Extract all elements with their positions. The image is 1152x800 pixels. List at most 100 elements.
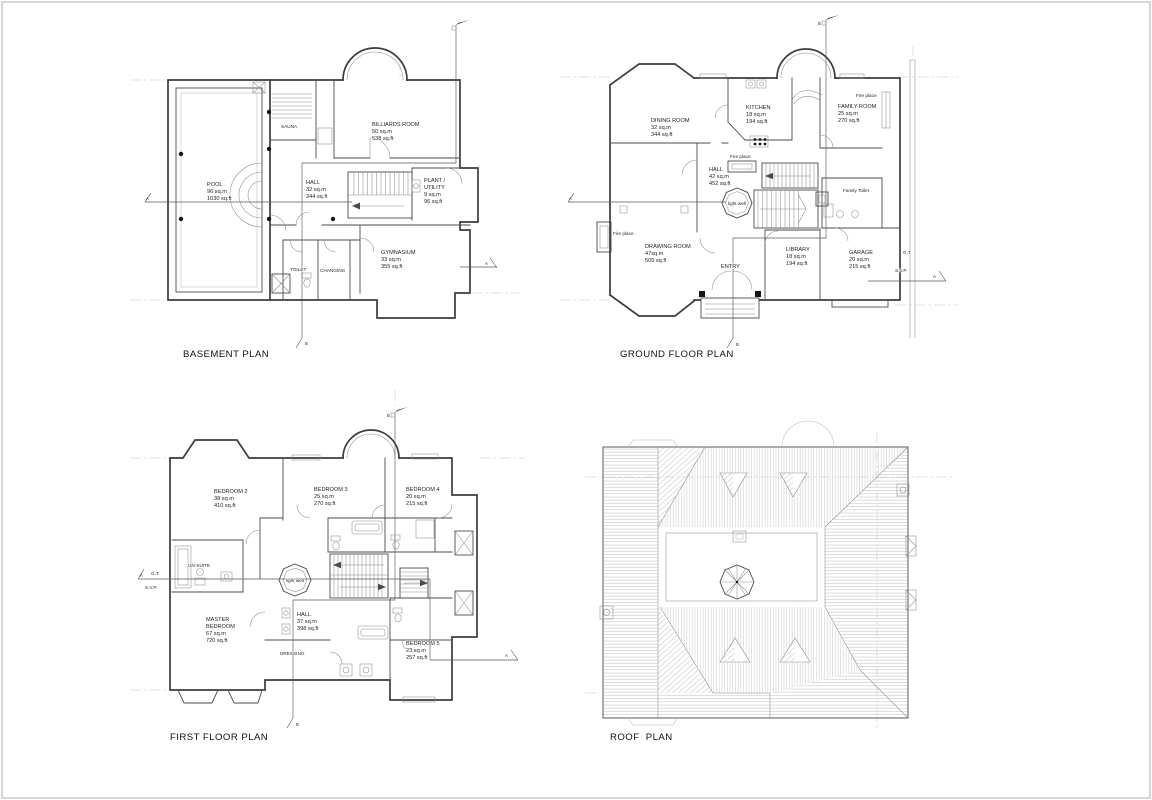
room-name-drawing: DRAWING ROOM: [645, 244, 691, 250]
svg-text:9 sq.m: 9 sq.m: [424, 192, 441, 198]
svg-text:20 sq.m: 20 sq.m: [849, 257, 869, 263]
room-name-dressing: DRESSING: [280, 651, 305, 656]
room-name-toilet: TOILET: [290, 267, 306, 272]
svg-text:270 sq.ft: 270 sq.ft: [838, 118, 860, 124]
room-name-dining: DINING ROOM: [651, 118, 690, 124]
svg-text:215 sq.ft: 215 sq.ft: [406, 501, 428, 507]
room-name-sauna: SAUNA: [281, 124, 298, 129]
roof-fixtures: [599, 483, 917, 620]
fireplace-label: Fire place: [613, 231, 634, 236]
svg-text:50 sq.m: 50 sq.m: [372, 129, 392, 135]
room-name-entry: ENTRY: [721, 264, 740, 270]
roof-surfaces: [603, 447, 908, 718]
svg-text:355 sq.ft: 355 sq.ft: [381, 264, 403, 270]
room-name-changing: CHANGING: [320, 268, 346, 273]
svg-text:344 sq.ft: 344 sq.ft: [306, 194, 328, 200]
room-name-bedroom2: BEDROOM 2: [214, 489, 248, 495]
roof-lines: [602, 420, 909, 726]
svp-label: S.V.P.: [895, 268, 907, 273]
svg-text:720 sq.ft: 720 sq.ft: [206, 638, 228, 644]
room-name-ensuite: UN-SUITE: [188, 563, 210, 568]
first-floor-plan-title: FIRST FLOOR PLAN: [170, 732, 268, 743]
svg-text:32 sq.m: 32 sq.m: [306, 187, 326, 193]
svg-text:410 sq.ft: 410 sq.ft: [214, 503, 236, 509]
svg-text:37 sq.m: 37 sq.m: [297, 619, 317, 625]
lightwell-label: light well: [728, 201, 746, 206]
room-name-billiards: BILLIARDS ROOM: [372, 122, 420, 128]
fireplace-label: Fire place: [856, 93, 877, 98]
basement-stairs: [272, 93, 413, 219]
room-name-bedroom4: BEDROOM 4: [406, 487, 440, 493]
room-name-gymnasium: GYMNASIUM: [381, 250, 416, 256]
svg-text:257 sq.ft: 257 sq.ft: [406, 655, 428, 661]
svg-text:32 sq.m: 32 sq.m: [651, 125, 671, 131]
room-name-bedroom3: BEDROOM 3: [314, 487, 348, 493]
fireplace-label: Fire place: [730, 154, 751, 159]
lightwell-octagon: [721, 187, 753, 219]
svg-text:194 sq.ft: 194 sq.ft: [746, 119, 768, 125]
roof-plan-title: ROOF PLAN: [610, 732, 673, 743]
ground-labels: DINING ROOM 32 sq.m 344 sq.ft KITCHEN 18…: [612, 92, 912, 273]
svg-text:505 sq.ft: 505 sq.ft: [645, 258, 667, 264]
svg-text:194 sq.ft: 194 sq.ft: [786, 261, 808, 267]
ground-floor-plan: A A B B DINING ROOM 32 sq.m 344 sq.ft KI…: [560, 15, 958, 360]
room-area-m: 96 sq.m: [207, 189, 227, 195]
svg-text:398 sq.ft: 398 sq.ft: [297, 626, 319, 632]
section-marker-a: A: [140, 573, 143, 578]
first-fixtures: [174, 519, 435, 677]
svg-text:UTILITY: UTILITY: [424, 185, 445, 191]
lightwell-label: light well: [286, 578, 304, 583]
svg-text:18 sq.m: 18 sq.m: [746, 112, 766, 118]
svg-text:33 sq.m: 33 sq.m: [381, 257, 401, 263]
room-name-hall: HALL: [297, 612, 311, 618]
svg-text:47sq.m: 47sq.m: [645, 251, 664, 257]
room-area-ft: 1030 sq.ft: [207, 196, 232, 202]
room-name-family-toilet: Family Toilet: [843, 188, 870, 193]
first-labels: BEDROOM 2 38 sq.m 410 sq.ft BEDROOM 3 25…: [144, 486, 440, 661]
svp-label: S.V.P.: [145, 585, 157, 590]
room-name-master: MASTER: [206, 617, 229, 623]
section-marker-b: B: [736, 342, 739, 347]
svg-text:67 sq.m: 67 sq.m: [206, 631, 226, 637]
svg-text:270 sq.ft: 270 sq.ft: [314, 501, 336, 507]
first-floor-plan: A A B B BEDROOM 2 38 sq.m 410 sq.ft BEDR…: [130, 390, 525, 743]
basement-gridlines: [130, 60, 520, 301]
basement-section-lines: A A B: [144, 20, 498, 349]
room-name-garage: GARAGE: [849, 250, 873, 256]
basement-plan-title: BASEMENT PLAN: [183, 349, 269, 360]
section-marker-a: A: [933, 274, 936, 279]
section-marker-a: A: [505, 653, 508, 658]
section-marker-a: A: [146, 196, 149, 201]
room-name-family: FAMILY ROOM: [838, 104, 877, 110]
ground-stairs: [753, 162, 829, 229]
svg-text:344 sq.ft: 344 sq.ft: [651, 132, 673, 138]
svg-text:215 sq.ft: 215 sq.ft: [849, 264, 871, 270]
section-marker-b: B: [296, 722, 299, 727]
lightwell-octagon: [278, 563, 312, 597]
svg-text:25 sq.m: 25 sq.m: [838, 111, 858, 117]
svg-text:18 sq.m: 18 sq.m: [786, 254, 806, 260]
ground-fixtures: [699, 203, 859, 319]
svg-text:452 sq.ft: 452 sq.ft: [709, 181, 731, 187]
first-walls: [169, 429, 478, 704]
svg-text:BEDROOM: BEDROOM: [206, 624, 235, 630]
roof-dormers: [719, 472, 811, 663]
ground-walls: [596, 48, 916, 338]
room-name-plant: PLANT /: [424, 178, 445, 184]
svg-text:25 sq.m: 25 sq.m: [314, 494, 334, 500]
gt-label: G.T.: [903, 250, 912, 255]
section-marker-a: A: [485, 261, 488, 266]
basement-walls: [167, 47, 479, 319]
section-marker-b: B: [387, 413, 390, 418]
first-section-lines: A A B B: [137, 407, 519, 729]
room-name-pool: POOL: [207, 182, 223, 188]
svg-text:23 sq.m: 23 sq.m: [406, 648, 426, 654]
section-marker-b: B: [305, 341, 308, 346]
roof-plan: ROOF PLAN: [585, 420, 955, 743]
first-gridlines: [130, 390, 525, 691]
section-marker-a: A: [569, 196, 572, 201]
room-name-bedroom5: BEDROOM 5: [406, 641, 440, 647]
svg-text:42 sq.m: 42 sq.m: [709, 174, 729, 180]
